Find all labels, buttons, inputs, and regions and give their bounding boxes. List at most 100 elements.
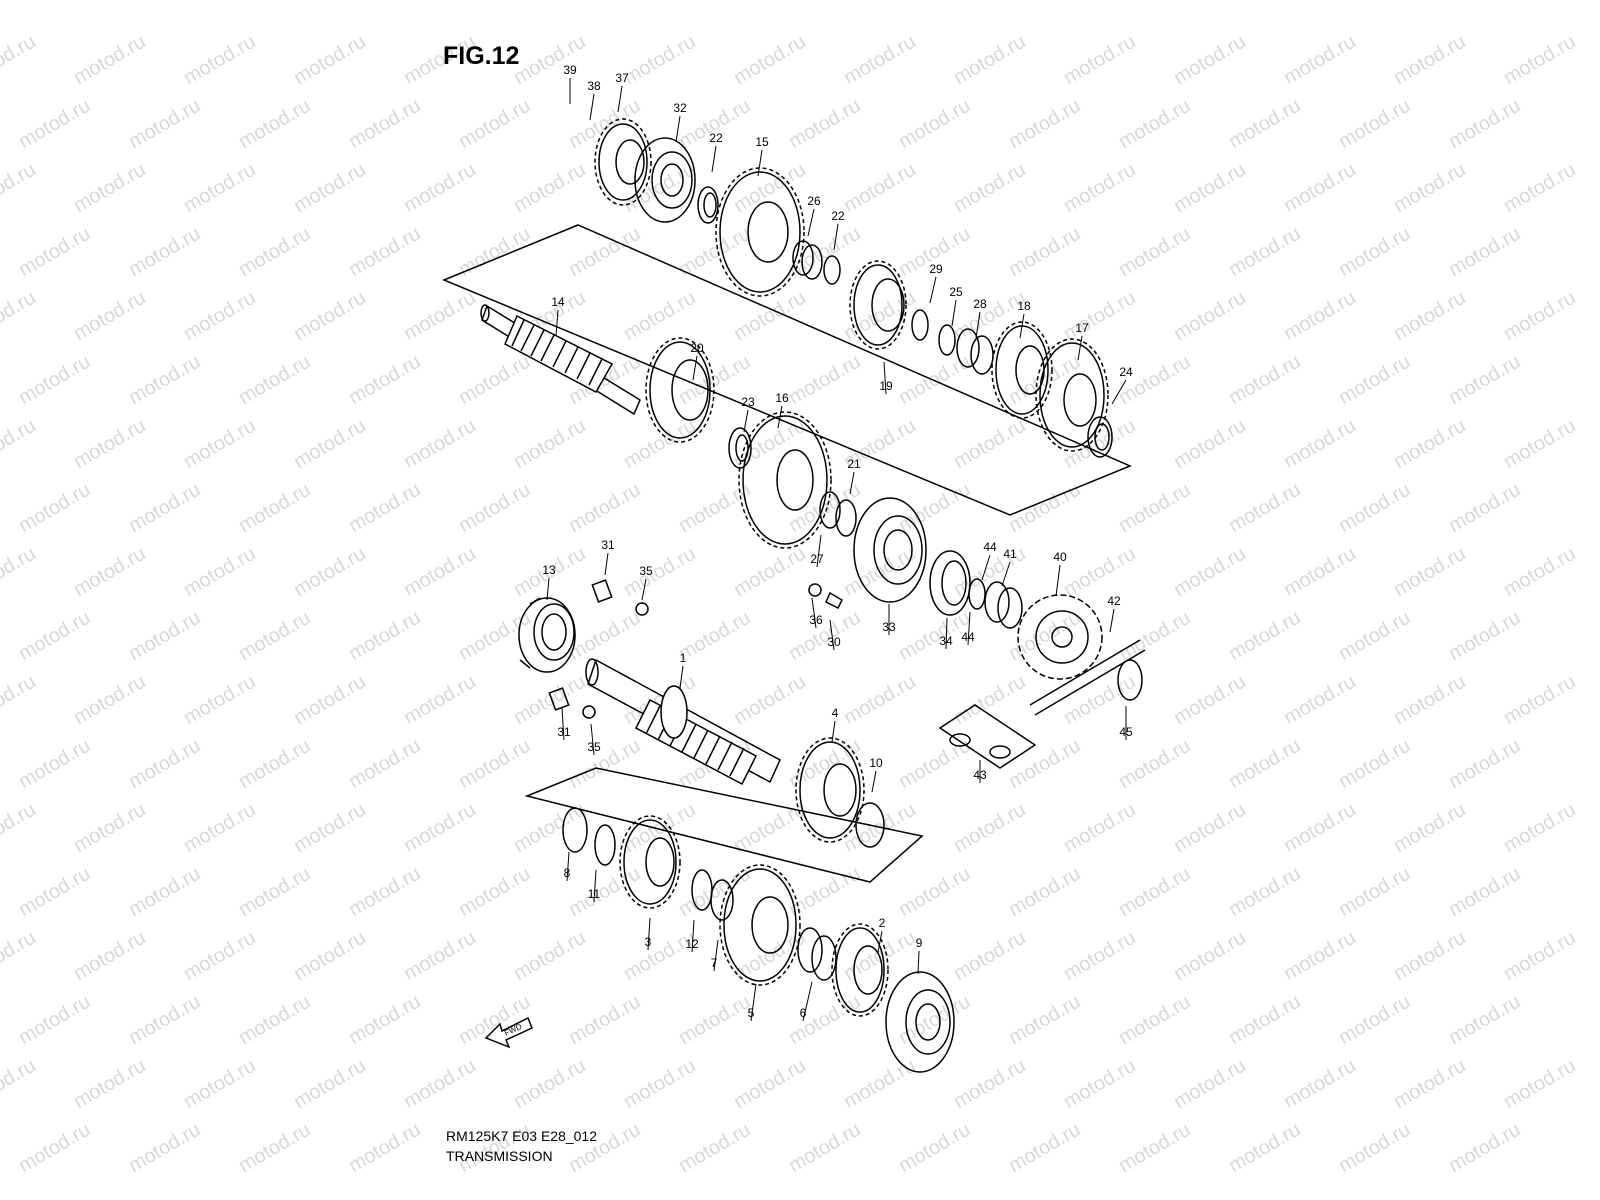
part-callout-27: 27 <box>810 552 824 566</box>
part-callout-23: 23 <box>741 395 755 409</box>
drive-shaft-icon <box>585 658 781 786</box>
gear-icon <box>738 411 832 549</box>
upper-shaft-frame <box>442 224 1132 516</box>
callout-leader <box>811 597 817 629</box>
callout-leader <box>641 578 647 601</box>
part-callout-8: 8 <box>564 866 571 880</box>
part-callout-21: 21 <box>847 457 861 471</box>
callout-leader <box>877 930 883 953</box>
callout-leader <box>593 869 597 903</box>
callout-leader <box>967 611 971 646</box>
part-callout-6: 6 <box>800 1006 807 1020</box>
part-callout-12: 12 <box>685 937 699 951</box>
callout-leader <box>777 405 783 429</box>
callout-leader <box>1001 561 1011 587</box>
part-callout-3: 3 <box>645 935 652 949</box>
part-callout-38: 38 <box>587 79 601 93</box>
part-callout-1: 1 <box>680 651 687 665</box>
part-callout-22: 22 <box>709 131 723 145</box>
bearing-icon <box>518 597 576 673</box>
figure-code: RM125K7 E03 E28_012 <box>446 1128 597 1144</box>
figure-name: TRANSMISSION <box>446 1148 553 1164</box>
callout-leader <box>871 770 877 793</box>
countershaft-icon <box>480 304 641 416</box>
gear-icon <box>831 923 889 1017</box>
part-callout-15: 15 <box>755 135 769 149</box>
screw-icon <box>808 583 843 610</box>
part-callout-29: 29 <box>929 262 943 276</box>
part-callout-24: 24 <box>1119 365 1133 379</box>
spacer-icon <box>984 581 1023 629</box>
callout-leader <box>981 554 991 581</box>
callout-leader <box>604 552 609 576</box>
washer-icon <box>1087 416 1113 458</box>
callout-leader <box>929 276 937 304</box>
sprocket-icon <box>1017 594 1103 680</box>
chain-icon <box>1029 639 1146 716</box>
part-callout-11: 11 <box>588 887 601 901</box>
gear-icon <box>645 337 715 443</box>
callout-leader <box>590 723 595 756</box>
part-callout-33: 33 <box>882 620 896 634</box>
gear-icon <box>715 167 805 297</box>
gear-icon <box>619 815 681 909</box>
part-callout-25: 25 <box>949 285 963 299</box>
part-callout-30: 30 <box>827 635 841 649</box>
part-callout-41: 41 <box>1003 547 1017 561</box>
gear-icon <box>795 737 865 843</box>
callout-leader <box>713 939 719 972</box>
part-callout-43: 43 <box>973 768 987 782</box>
lower-shaft-frame <box>524 767 924 883</box>
callout-leader <box>711 145 717 173</box>
callout-leader <box>829 619 835 651</box>
part-callout-28: 28 <box>973 297 987 311</box>
callout-leader <box>833 223 839 251</box>
part-callout-44: 44 <box>961 630 975 644</box>
figure-title: FIG.12 <box>443 42 520 70</box>
part-callout-13: 13 <box>542 563 556 577</box>
callout-leader <box>917 950 920 975</box>
callout-leader <box>1109 608 1115 633</box>
washer-icon <box>697 186 719 224</box>
callout-leader <box>945 617 948 650</box>
callout-leader <box>647 917 651 951</box>
part-callout-5: 5 <box>748 1006 755 1020</box>
part-callout-40: 40 <box>1053 550 1067 564</box>
washer-icon <box>710 879 734 921</box>
part-callout-35: 35 <box>639 564 653 578</box>
part-callout-2: 2 <box>879 916 886 930</box>
circlip-icon <box>691 869 713 911</box>
part-callout-42: 42 <box>1107 594 1121 608</box>
callout-leader <box>679 665 684 689</box>
callout-leader <box>617 85 623 113</box>
part-callout-36: 36 <box>809 613 823 627</box>
bushing-icon <box>797 927 837 981</box>
callout-leader <box>816 534 822 568</box>
part-callout-44: 44 <box>983 540 997 554</box>
callout-leader <box>1055 564 1061 597</box>
bearing-retainer-icon <box>591 579 649 616</box>
part-callout-17: 17 <box>1075 321 1089 335</box>
callout-leader <box>831 720 836 743</box>
bearing-icon <box>634 137 696 223</box>
o-ring-icon <box>968 578 986 610</box>
part-callout-31: 31 <box>601 538 615 552</box>
oil-seal-icon <box>929 550 971 616</box>
part-callout-19: 19 <box>879 379 893 393</box>
gear-icon <box>719 864 801 986</box>
bushing-icon <box>819 491 857 537</box>
part-callout-18: 18 <box>1017 299 1031 313</box>
callout-leader <box>589 93 595 121</box>
gear-icon <box>594 118 652 206</box>
washer-icon <box>823 255 841 285</box>
callout-leader <box>975 311 981 339</box>
chain-joint-icon <box>938 704 1037 769</box>
part-callout-9: 9 <box>916 936 923 950</box>
callout-leader <box>807 208 815 237</box>
callout-leader <box>1111 379 1127 405</box>
callout-leader <box>802 981 813 1022</box>
washer-icon <box>562 807 588 853</box>
callout-leader <box>566 851 570 882</box>
part-callout-45: 45 <box>1119 725 1133 739</box>
part-callout-22: 22 <box>831 209 845 223</box>
